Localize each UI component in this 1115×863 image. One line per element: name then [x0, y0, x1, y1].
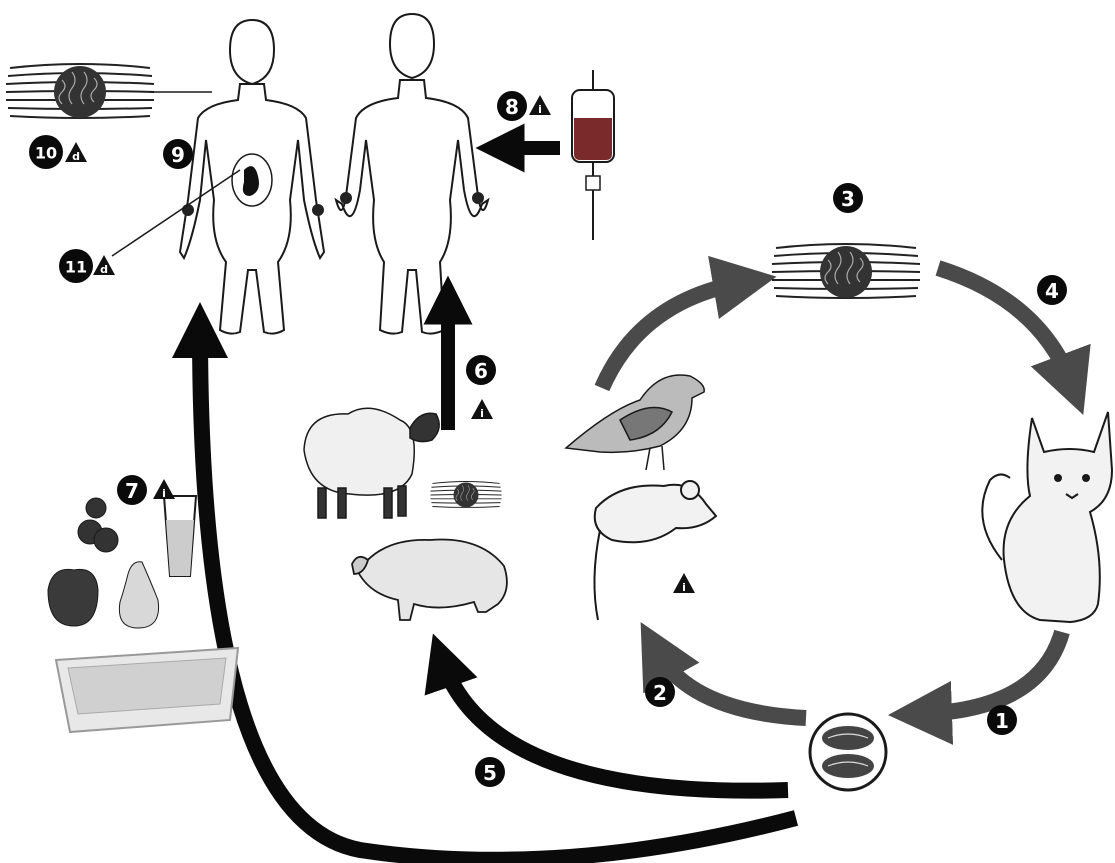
cat-definitive-host [982, 412, 1112, 622]
infective-stage-icon: i [529, 95, 551, 116]
svg-text:10: 10 [35, 144, 57, 163]
step-badge-1: 1 [987, 705, 1017, 735]
diagnostic-stage-icon: d [93, 255, 115, 276]
svg-text:8: 8 [505, 95, 519, 119]
svg-text:i: i [538, 103, 542, 116]
berries [78, 498, 118, 552]
svg-text:11: 11 [65, 258, 87, 277]
human-figure-pregnant [180, 20, 324, 334]
blood-transfusion-bag [572, 70, 614, 240]
svg-text:i: i [162, 487, 166, 500]
tissue-cyst-intermediate-host [772, 244, 920, 298]
step-badge-6: 6 [466, 355, 496, 385]
oocyst-to-intermediate-host-arrow [656, 650, 806, 718]
pig [352, 540, 507, 620]
svg-text:d: d [100, 263, 108, 276]
human-figure-transfusion-recipient [336, 14, 488, 334]
bird-intermediate-host [566, 375, 704, 470]
step-badge-5: 5 [475, 757, 505, 787]
svg-text:2: 2 [653, 681, 667, 705]
pear [119, 562, 158, 628]
step-badge-10: 10 [29, 135, 63, 169]
cat-to-oocyst-arrow [920, 632, 1062, 714]
sheep [304, 408, 439, 518]
tissue-cyst-meat [430, 482, 501, 508]
svg-text:i: i [682, 581, 686, 594]
svg-text:3: 3 [841, 187, 855, 211]
svg-text:6: 6 [474, 359, 488, 383]
svg-text:4: 4 [1045, 279, 1059, 303]
step-badge-8: 8 [497, 91, 527, 121]
step-badge-11: 11 [59, 249, 93, 283]
litter-box [56, 648, 238, 732]
tissue-cyst-human-muscle [6, 64, 154, 118]
diagnostic-stage-icon: d [65, 142, 87, 163]
rodent-intermediate-host [594, 481, 716, 620]
step-badge-3: 3 [833, 183, 863, 213]
apple [48, 569, 98, 626]
infective-stage-icon: i [471, 399, 493, 420]
water-glass [164, 496, 196, 576]
step-badge-9: 9 [163, 139, 193, 169]
infective-stage-icon: i [673, 573, 695, 594]
infective-stage-icon: i [153, 479, 175, 500]
svg-text:5: 5 [483, 761, 497, 785]
step-badge-4: 4 [1037, 275, 1067, 305]
step-badge-2: 2 [645, 677, 675, 707]
oocyst [810, 714, 886, 790]
step-badge-7: 7 [117, 475, 147, 505]
svg-text:9: 9 [171, 143, 185, 167]
svg-text:1: 1 [995, 709, 1009, 733]
svg-text:i: i [480, 407, 484, 420]
svg-text:7: 7 [125, 479, 139, 503]
svg-text:d: d [72, 150, 80, 163]
bird-to-cyst-arrow [602, 282, 745, 388]
